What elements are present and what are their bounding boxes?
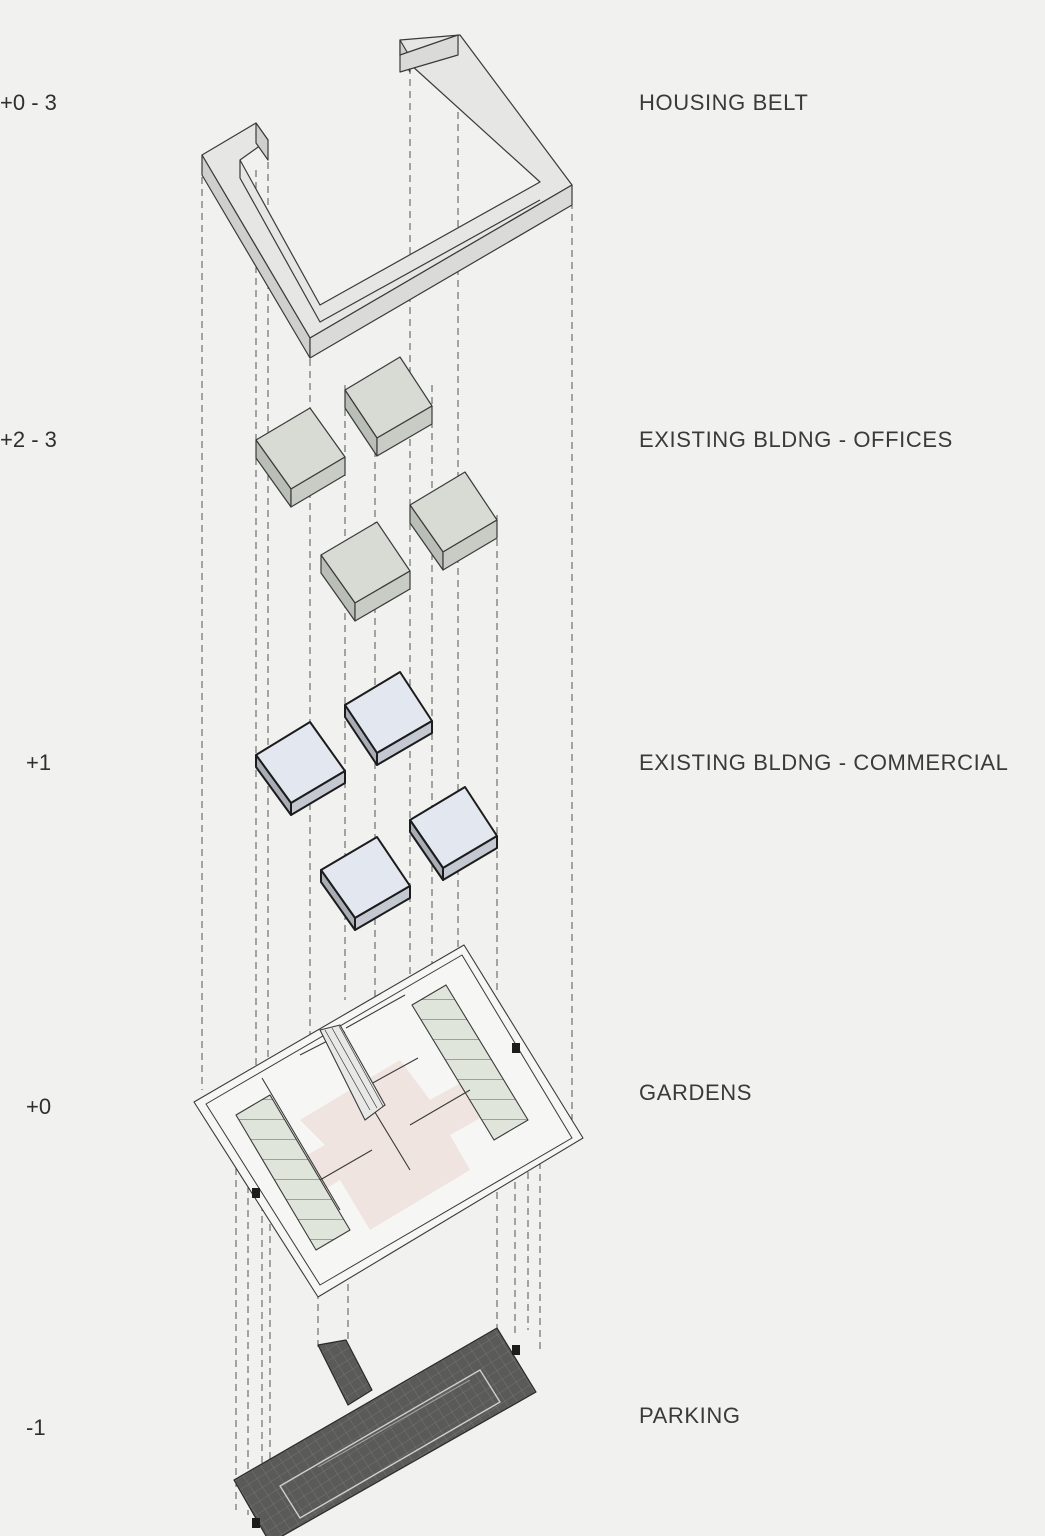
office-block-1 — [255, 407, 346, 508]
gardens-plate — [193, 944, 584, 1298]
label-existing-offices: EXISTING BLDNG - OFFICES — [639, 427, 953, 452]
office-block-2 — [344, 356, 433, 457]
commercial-block-3 — [320, 836, 411, 931]
level-commercial: +1 — [26, 750, 52, 775]
commercial-block-1 — [255, 721, 346, 816]
level-offices: +2 - 3 — [0, 427, 57, 452]
commercial-block-2 — [344, 671, 433, 766]
commercial-blocks — [255, 671, 498, 931]
level-gardens: +0 — [26, 1094, 52, 1119]
level-parking: -1 — [26, 1415, 46, 1440]
level-housing: +0 - 3 — [0, 90, 57, 115]
office-blocks — [255, 356, 498, 622]
parking-plate — [233, 1327, 537, 1536]
label-parking: PARKING — [639, 1403, 741, 1428]
label-gardens: GARDENS — [639, 1080, 752, 1105]
housing-belt-block — [201, 34, 573, 359]
label-existing-commercial: EXISTING BLDNG - COMMERCIAL — [639, 750, 1009, 775]
office-block-4 — [409, 471, 498, 571]
commercial-block-4 — [409, 786, 498, 881]
office-block-3 — [320, 521, 411, 622]
label-housing-belt: HOUSING BELT — [639, 90, 809, 115]
